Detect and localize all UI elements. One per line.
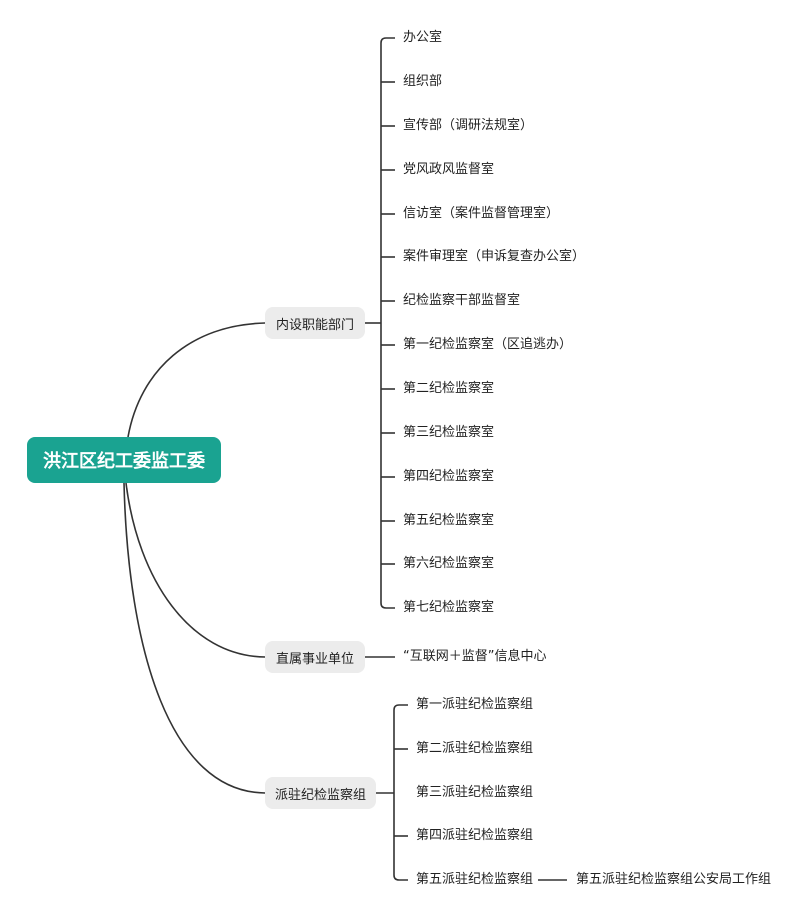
bracket-branch3: [393, 704, 408, 881]
leaf-node[interactable]: 第二纪检监察室: [403, 381, 495, 396]
leaf-node[interactable]: 信访室（案件监督管理室）: [403, 206, 560, 221]
leaf-node[interactable]: 第七纪检监察室: [403, 600, 495, 615]
connector-root-branch1: [127, 322, 266, 438]
leaf-node[interactable]: 党风政风监督室: [403, 162, 495, 177]
connector-root-branch3: [123, 482, 266, 794]
root-label: 洪江区纪工委监工委: [43, 451, 205, 472]
root-node[interactable]: 洪江区纪工委监工委: [27, 437, 221, 483]
branch-dispatched-groups[interactable]: 派驻纪检监察组: [265, 777, 376, 809]
leaf-node[interactable]: 第四纪检监察室: [403, 469, 495, 484]
bracket-branch1: [380, 37, 395, 609]
branch-label: 派驻纪检监察组: [274, 787, 366, 803]
sub-leaf-node[interactable]: 第五派驻纪检监察组公安局工作组: [576, 872, 772, 887]
leaf-node[interactable]: 第三派驻纪检监察组: [416, 785, 534, 800]
leaf-node[interactable]: 第五纪检监察室: [403, 513, 495, 528]
branch-label: 直属事业单位: [275, 651, 354, 667]
leaf-node[interactable]: 第三纪检监察室: [403, 425, 495, 440]
leaf-node[interactable]: “互联网＋监督”信息中心: [403, 649, 547, 664]
leaf-node[interactable]: 第五派驻纪检监察组: [416, 872, 534, 887]
branch-affiliated-units[interactable]: 直属事业单位: [265, 641, 365, 673]
leaf-node[interactable]: 第四派驻纪检监察组: [416, 828, 534, 843]
branch-label: 内设职能部门: [275, 317, 354, 333]
leaf-node[interactable]: 第二派驻纪检监察组: [416, 741, 534, 756]
leaf-node[interactable]: 第一纪检监察室（区追逃办）: [403, 337, 573, 352]
branch-internal-departments[interactable]: 内设职能部门: [265, 307, 365, 339]
leaf-node[interactable]: 第六纪检监察室: [403, 556, 495, 571]
leaf-node[interactable]: 组织部: [403, 74, 443, 89]
leaf-node[interactable]: 第一派驻纪检监察组: [416, 697, 534, 712]
leaf-node[interactable]: 案件审理室（申诉复查办公室）: [403, 249, 586, 264]
leaf-node[interactable]: 宣传部（调研法规室）: [403, 118, 534, 133]
leaf-node[interactable]: 纪检监察干部监督室: [403, 293, 521, 308]
connector-root-branch2: [125, 482, 266, 658]
leaf-node[interactable]: 办公室: [403, 30, 443, 45]
